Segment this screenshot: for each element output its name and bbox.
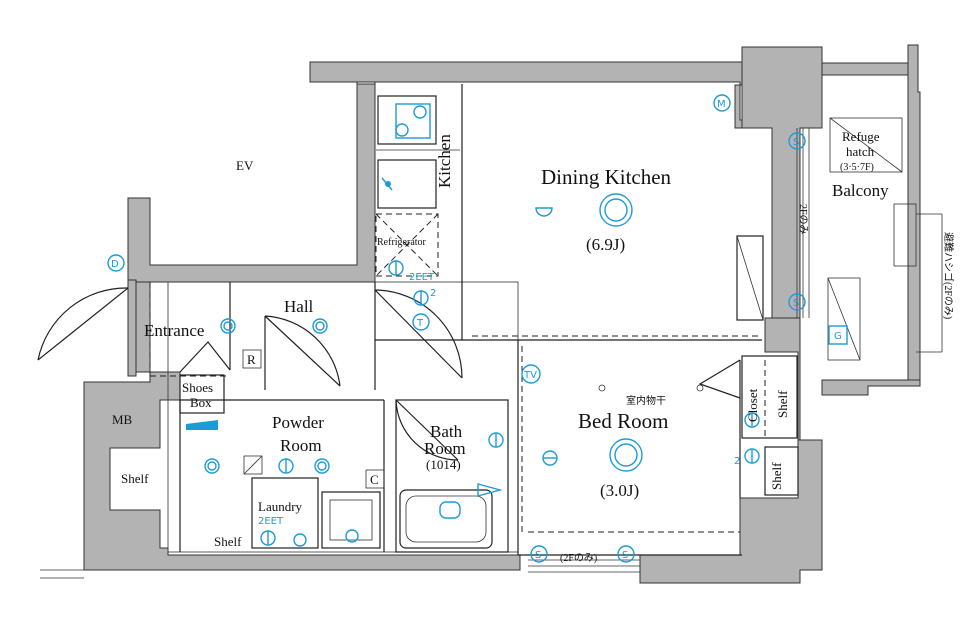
label-2f-only-window: 2Fのみ (797, 204, 808, 235)
label-indoor-dry: 室内物干 (626, 394, 666, 407)
wall-balcony-edge (907, 44, 921, 381)
laundry-box (251, 477, 319, 549)
label-2-toilet: 2 (430, 288, 436, 299)
ladder-unit (893, 203, 917, 267)
symbol-s-2: S (793, 298, 799, 309)
label-2f-only-bottom: (2Fのみ) (560, 553, 597, 564)
closet-box (741, 355, 798, 439)
label-2eet-laundry: 2EET (258, 516, 284, 527)
label-shoes-1: Shoes (182, 380, 213, 395)
symbol-s-4: S (622, 550, 628, 561)
walls (83, 44, 921, 584)
label-bath-1: Bath (430, 422, 463, 441)
sink (377, 159, 437, 209)
label-dining-kitchen-size: (6.9J) (586, 235, 625, 254)
refuge-hatch (829, 117, 903, 173)
gas-meter-box (827, 277, 861, 361)
bath-tub (399, 489, 493, 549)
symbol-g: G (834, 331, 842, 342)
interior-lines (40, 84, 943, 579)
wall-mb (83, 371, 521, 571)
label-powder-2: Room (280, 436, 322, 455)
doors (37, 287, 741, 461)
symbol-c: C (370, 472, 379, 487)
label-mb: MB (112, 412, 133, 427)
symbol-t: T (416, 318, 424, 329)
label-refuge-2: hatch (846, 144, 875, 159)
washbasin (321, 491, 381, 549)
label-refuge-1: Refuge (842, 129, 880, 144)
label-2eet-kitchen: 2EET (409, 272, 435, 283)
symbol-r: R (247, 352, 256, 367)
stove (377, 95, 437, 145)
symbols: D M S S S S T TV G R C (107, 94, 848, 563)
label-ladder-note: 避難ハシゴ(2Fのみ) (942, 232, 955, 319)
label-shoes-2: Box (190, 395, 212, 410)
refrigerator-box (375, 213, 439, 277)
label-shelf-closet: Shelf (775, 390, 790, 418)
shoes-box (179, 374, 225, 414)
wall-right (741, 46, 823, 323)
floor-outline (167, 281, 519, 553)
bath-room-box (395, 399, 509, 553)
symbol-s-3: S (535, 550, 541, 561)
shelf-bed-box (764, 446, 799, 496)
label-bed-size: (3.0J) (600, 481, 639, 500)
wall-balcony-bottom (821, 379, 921, 396)
label-closet: Closet (745, 388, 760, 422)
label-refuge-3: (3·5·7F) (840, 162, 874, 173)
symbol-m: M (717, 99, 726, 110)
label-refrigerator: Refrigerator (377, 237, 427, 248)
entrance-door (37, 287, 129, 361)
shoes-door (179, 341, 231, 373)
wall-mid-right (764, 317, 801, 441)
label-bed-room: Bed Room (578, 409, 668, 433)
label-ev: EV (236, 158, 254, 173)
symbol-d: D (111, 259, 119, 270)
bath-door (395, 399, 459, 461)
symbol-tv: TV (523, 370, 537, 381)
hall-door (264, 315, 341, 387)
label-balcony: Balcony (832, 181, 889, 200)
label-shelf-bed: Shelf (769, 462, 784, 490)
label-hall: Hall (284, 297, 314, 316)
label-bath-size: (1014) (426, 457, 461, 472)
label-dining-kitchen: Dining Kitchen (541, 165, 672, 189)
label-bath-2: Room (424, 439, 466, 458)
label-shelf-bottom: Shelf (214, 534, 242, 549)
label-entrance: Entrance (144, 321, 204, 340)
wall-column-left (127, 279, 137, 377)
wall-ev (127, 83, 376, 283)
label-2-bed: 2 (734, 456, 740, 467)
label-powder-1: Powder (272, 413, 324, 432)
label-kitchen: Kitchen (435, 134, 454, 188)
label-laundry: Laundry (258, 499, 303, 514)
wall-bottom-right (639, 439, 823, 584)
symbol-s-1: S (793, 137, 799, 148)
toilet-door (374, 289, 463, 379)
aircon-unit (736, 235, 764, 321)
label-shelf-left: Shelf (121, 471, 149, 486)
closet-door (698, 359, 741, 399)
labels: EV Dining Kitchen (6.9J) Kitchen Refrige… (112, 129, 955, 564)
